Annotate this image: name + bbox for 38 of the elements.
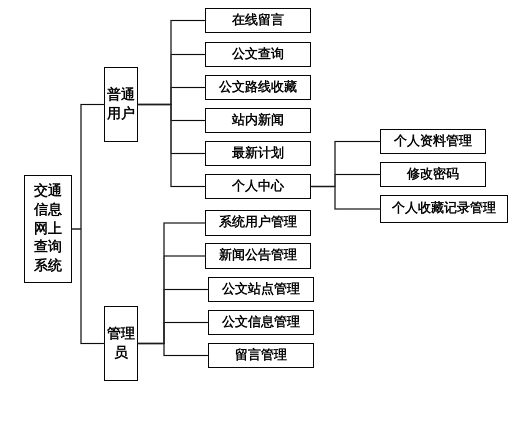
box-label: 个人中心 <box>232 178 284 196</box>
box-label: 普通用户 <box>106 86 136 124</box>
process-box <box>380 195 508 223</box>
connector-line <box>138 104 205 188</box>
process-box <box>205 8 311 33</box>
box-label: 最新计划 <box>232 144 284 162</box>
box-label: 新闻公告管理 <box>219 247 297 265</box>
box-label: 站内新闻 <box>232 112 284 130</box>
connector-line <box>138 342 208 356</box>
process-box <box>380 162 486 187</box>
process-box <box>205 75 311 100</box>
process-box <box>104 306 138 381</box>
process-box <box>208 310 314 335</box>
connector-line <box>72 228 104 344</box>
box-label: 交通信息网上查询系统 <box>32 182 63 276</box>
process-box <box>208 277 314 302</box>
process-box <box>205 210 311 236</box>
box-label: 公文查询 <box>232 46 284 64</box>
process-box <box>380 129 486 154</box>
process-box <box>205 141 311 166</box>
box-label: 在线留言 <box>232 12 284 30</box>
connector-line <box>311 186 380 210</box>
process-box <box>205 42 311 67</box>
process-box <box>208 343 314 368</box>
process-box <box>24 175 72 283</box>
box-label: 系统用户管理 <box>219 214 297 232</box>
box-label: 个人资料管理 <box>394 132 472 150</box>
box-label: 管理员 <box>106 324 136 362</box>
box-label: 修改密码 <box>407 166 459 184</box>
process-box <box>205 243 311 269</box>
box-label: 公文信息管理 <box>222 314 300 332</box>
process-box <box>205 108 311 133</box>
box-label: 公文站点管理 <box>222 280 300 298</box>
process-box <box>205 174 311 199</box>
box-label: 公文路线收藏 <box>219 78 297 96</box>
box-label: 个人收藏记录管理 <box>392 200 496 218</box>
process-box <box>104 67 138 142</box>
box-label: 留言管理 <box>235 346 287 364</box>
